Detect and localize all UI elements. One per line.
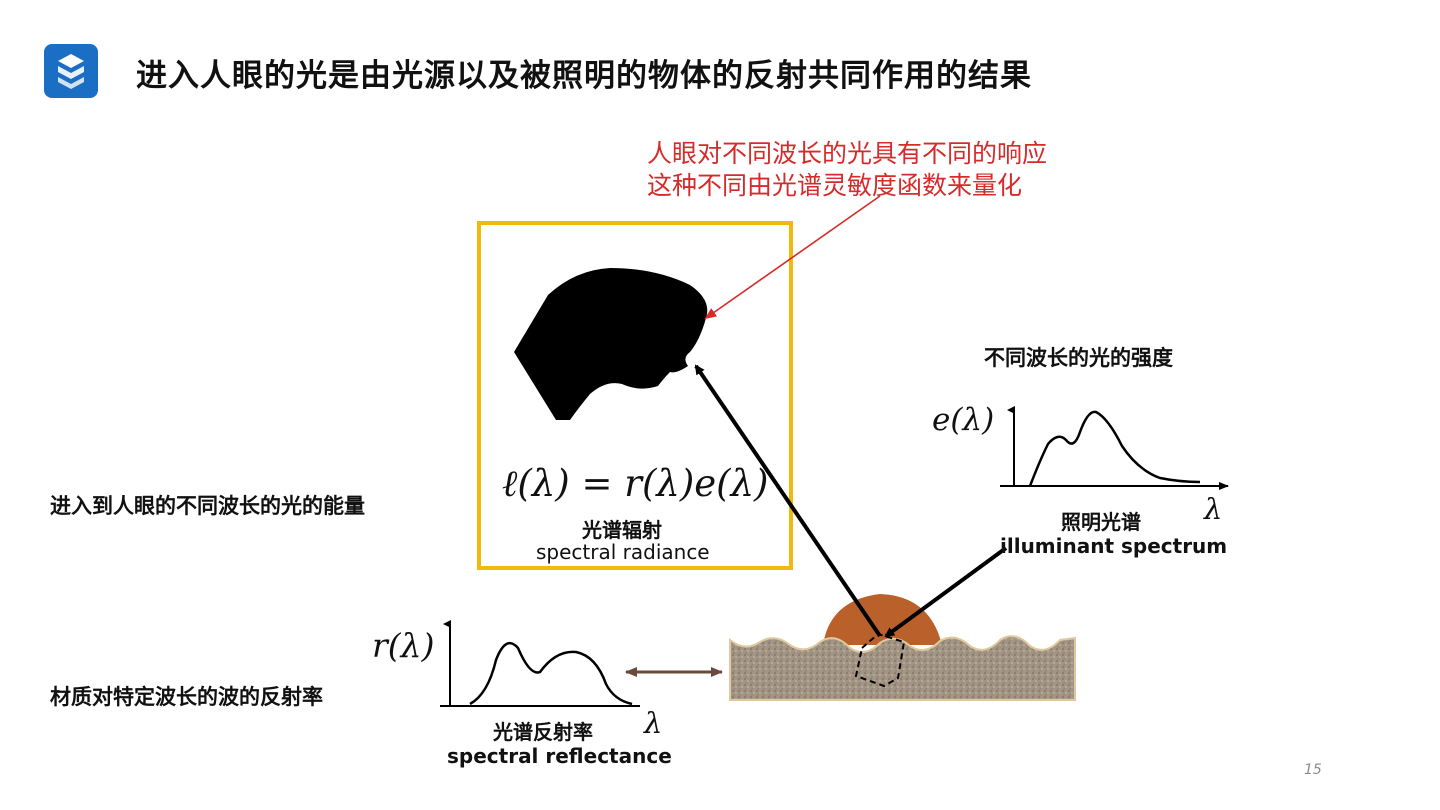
material-surface bbox=[729, 594, 1076, 701]
illuminant-y-label: e(λ) bbox=[932, 402, 995, 438]
slide-title: 进入人眼的光是由光源以及被照明的物体的反射共同作用的结果 bbox=[136, 58, 1032, 94]
radiance-label-en: spectral radiance bbox=[536, 540, 710, 564]
reflectance-x-label: λ bbox=[644, 706, 663, 740]
reflectance-label-cn: 光谱反射率 bbox=[493, 720, 593, 744]
illuminant-plot bbox=[1000, 406, 1229, 490]
reflectance-side-label: 材质对特定波长的波的反射率 bbox=[50, 685, 323, 709]
sensitivity-note: 人眼对不同波长的光具有不同的响应 这种不同由光谱灵敏度函数来量化 bbox=[647, 138, 1047, 202]
illuminant-x-label: λ bbox=[1204, 492, 1223, 526]
human-head-silhouette bbox=[514, 268, 708, 420]
reflectance-curve bbox=[469, 641, 633, 706]
logo-icon bbox=[44, 44, 98, 98]
reflectance-y-label: r(λ) bbox=[372, 626, 435, 665]
dome-object bbox=[823, 594, 942, 645]
reflected-light-arrow bbox=[694, 364, 882, 638]
illuminant-label-en: illuminant spectrum bbox=[1000, 534, 1228, 558]
incoming-light-arrow bbox=[884, 546, 1008, 638]
illuminant-curve bbox=[1028, 410, 1201, 487]
note-line-1: 人眼对不同波长的光具有不同的响应 bbox=[647, 139, 1048, 168]
illuminant-heading: 不同波长的光的强度 bbox=[984, 346, 1173, 370]
radiance-formula: ℓ(λ) = r(λ)e(λ) bbox=[502, 462, 769, 505]
radiance-side-label: 进入到人眼的不同波长的光的能量 bbox=[50, 494, 365, 518]
radiance-label-cn: 光谱辐射 bbox=[582, 518, 662, 542]
reflectance-label-en: spectral reflectance bbox=[447, 744, 672, 768]
note-arrow bbox=[704, 195, 881, 320]
note-line-2: 这种不同由光谱灵敏度函数来量化 bbox=[647, 171, 1023, 200]
radiance-frame bbox=[477, 221, 793, 570]
illuminant-label-cn: 照明光谱 bbox=[1061, 510, 1141, 534]
reflectance-plot bbox=[440, 620, 640, 707]
page-number: 15 bbox=[1304, 762, 1322, 778]
